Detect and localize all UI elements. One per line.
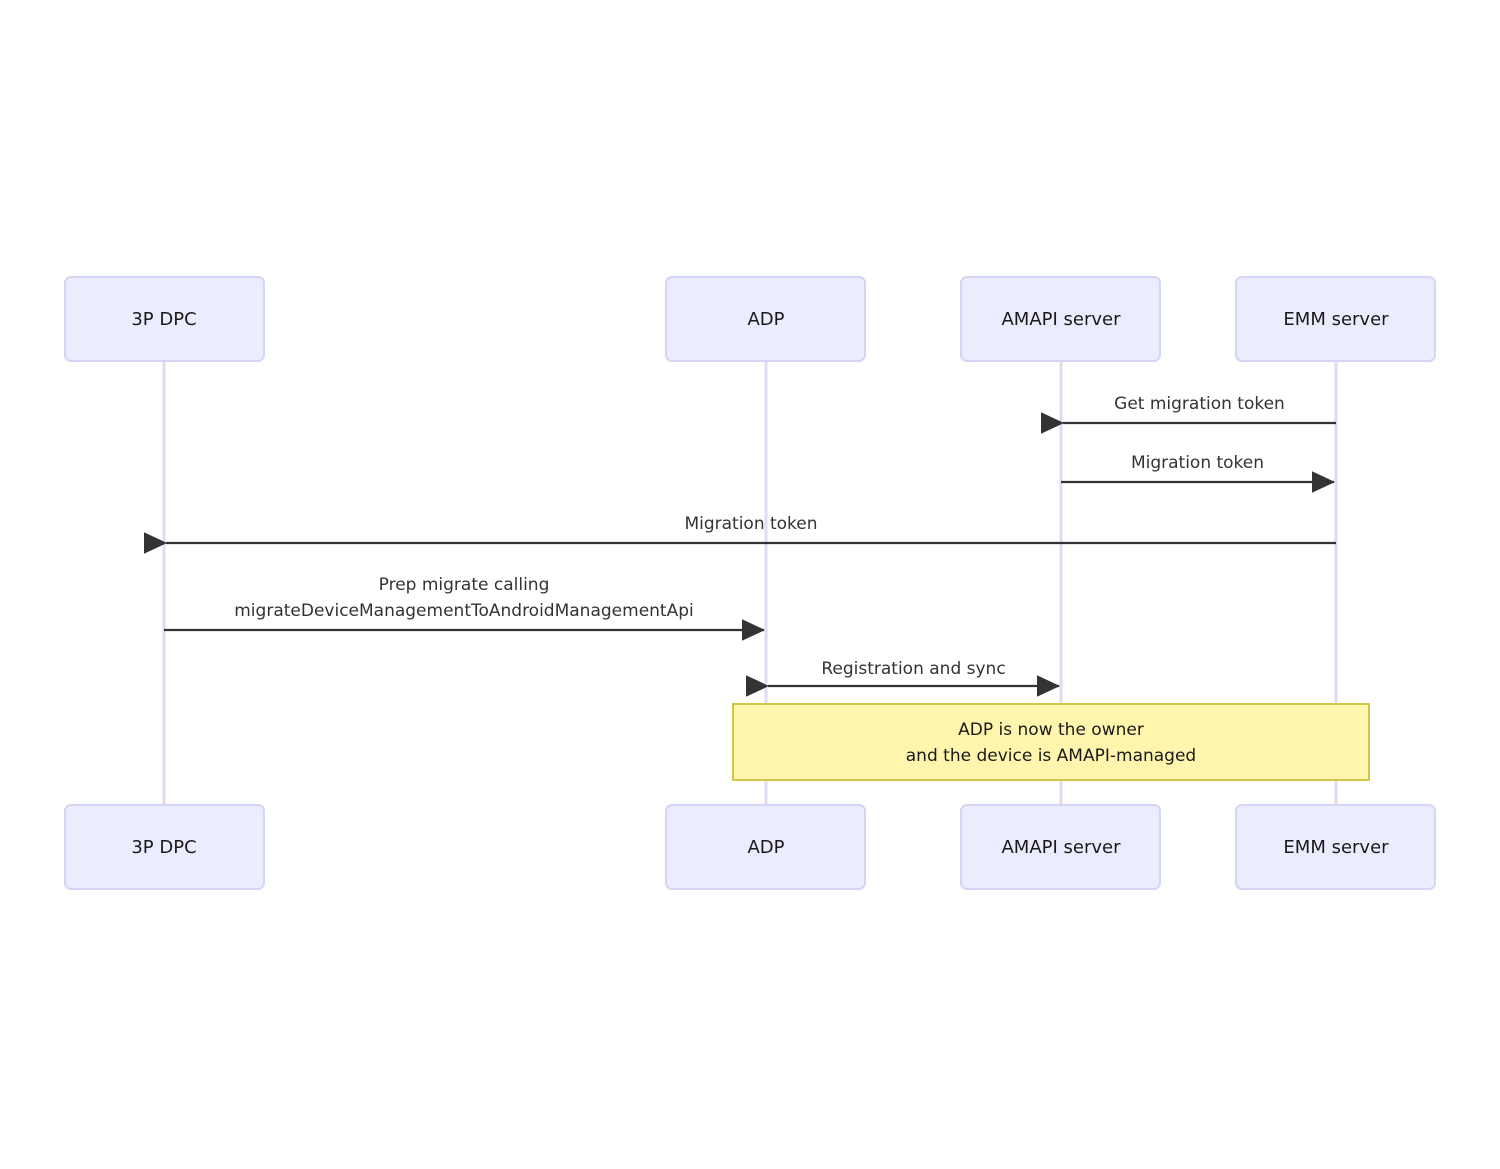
- note-note1: ADP is now the owner and the device is AM…: [732, 703, 1370, 781]
- message-m2[interactable]: Migration token: [1061, 453, 1336, 493]
- message-label-m3: Migration token: [684, 514, 817, 534]
- participant-dpc-top[interactable]: 3P DPC: [64, 276, 265, 362]
- notes-group: ADP is now the owner and the device is AM…: [732, 703, 1370, 781]
- note-text-note1: ADP is now the owner: [958, 720, 1144, 740]
- participant-amapi-top[interactable]: AMAPI server: [960, 276, 1161, 362]
- message-label-m4: Prep migrate calling: [379, 575, 550, 595]
- participant-dpc-bottom[interactable]: 3P DPC: [64, 804, 265, 890]
- participant-box-emm-top: [1235, 276, 1436, 362]
- participant-emm-top[interactable]: EMM server: [1235, 276, 1436, 362]
- message-m3[interactable]: Migration token: [143, 514, 1336, 554]
- participant-box-amapi-bottom: [960, 804, 1161, 890]
- participant-adp-bottom[interactable]: ADP: [665, 804, 866, 890]
- message-m1[interactable]: Get migration token: [1040, 394, 1336, 434]
- participant-amapi-bottom[interactable]: AMAPI server: [960, 804, 1161, 890]
- message-m5[interactable]: Registration and sync: [745, 659, 1061, 697]
- participant-label-adp-bottom: ADP: [747, 837, 784, 858]
- participant-footers: 3P DPC ADP AMAPI server EMM server: [64, 804, 1436, 890]
- participant-box-adp-top: [665, 276, 866, 362]
- participant-box-emm-bottom: [1235, 804, 1436, 890]
- participant-label-emm-top: EMM server: [1283, 309, 1389, 330]
- participant-label-emm-bottom: EMM server: [1283, 837, 1389, 858]
- participant-box-amapi-top: [960, 276, 1161, 362]
- participant-box-dpc-bottom: [64, 804, 265, 890]
- participant-adp-top[interactable]: ADP: [665, 276, 866, 362]
- participant-headers: 3P DPC ADP AMAPI server EMM server: [64, 276, 1436, 362]
- participant-label-dpc-top: 3P DPC: [131, 309, 196, 330]
- message-label-m1: Get migration token: [1114, 394, 1285, 414]
- participant-emm-bottom[interactable]: EMM server: [1235, 804, 1436, 890]
- message-label-m5: Registration and sync: [821, 659, 1005, 679]
- participant-box-adp-bottom: [665, 804, 866, 890]
- participant-box-dpc-top: [64, 276, 265, 362]
- note-text-note1: and the device is AMAPI-managed: [906, 746, 1196, 766]
- participant-label-amapi-bottom: AMAPI server: [1001, 837, 1121, 858]
- participant-label-dpc-bottom: 3P DPC: [131, 837, 196, 858]
- participant-label-adp-top: ADP: [747, 309, 784, 330]
- message-m4[interactable]: Prep migrate calling migrateDeviceManagem…: [164, 575, 766, 641]
- note-box-note1: [732, 703, 1370, 781]
- participant-label-amapi-top: AMAPI server: [1001, 309, 1121, 330]
- message-label-m2: Migration token: [1131, 453, 1264, 473]
- message-label-m4: migrateDeviceManagementToAndroidManageme…: [234, 601, 693, 621]
